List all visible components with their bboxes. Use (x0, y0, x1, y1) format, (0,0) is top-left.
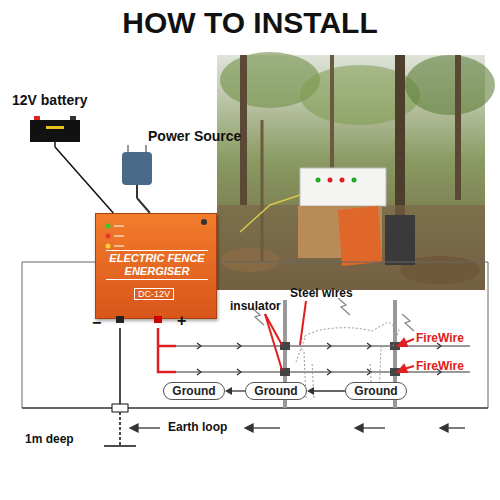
earth-current-arrow (225, 387, 245, 395)
page-title: HOW TO INSTALL (0, 6, 500, 40)
arrow-head (225, 387, 232, 395)
part-label: insulator (230, 299, 281, 313)
depth-label: 1m deep (25, 432, 74, 446)
ground-box: Ground (245, 382, 307, 400)
battery-lead (55, 147, 113, 213)
connector-line (230, 390, 245, 391)
power-adapter (122, 145, 152, 198)
ground-box: Ground (345, 382, 407, 400)
leader-lines (265, 301, 414, 372)
earth-current-arrow (307, 387, 345, 395)
part-heading: Power Source (148, 128, 241, 144)
power-source-node: Power Source (112, 126, 247, 198)
ground-label: Ground (354, 384, 397, 398)
part-label: Steel wires (290, 286, 353, 300)
energiser-box: ELECTRIC FENCE ENERGISER DC-12V (95, 213, 217, 319)
ground-box: Ground (163, 382, 225, 400)
connector-line (137, 198, 150, 213)
battery-node: 12V battery (8, 92, 103, 147)
wire-label: FireWire (416, 359, 464, 373)
flow-label: Earth loop (168, 420, 227, 434)
device-name: ELECTRIC FENCE ENERGISER (106, 250, 208, 280)
voltage-rating: DC-12V (134, 288, 174, 300)
diagram-frame (22, 262, 488, 408)
terminal-sign: − (92, 314, 101, 332)
wire-label: FireWire (416, 331, 464, 345)
power-cord (137, 198, 150, 213)
terminal-sign: + (177, 312, 186, 330)
ground-label: Ground (172, 384, 215, 398)
install-photo (217, 52, 495, 290)
battery-symbol (30, 116, 80, 147)
connector-line (55, 147, 113, 213)
ground-label: Ground (254, 384, 297, 398)
part-heading: 12V battery (12, 92, 87, 108)
arrow-head (307, 387, 314, 395)
connector-line (312, 390, 345, 391)
